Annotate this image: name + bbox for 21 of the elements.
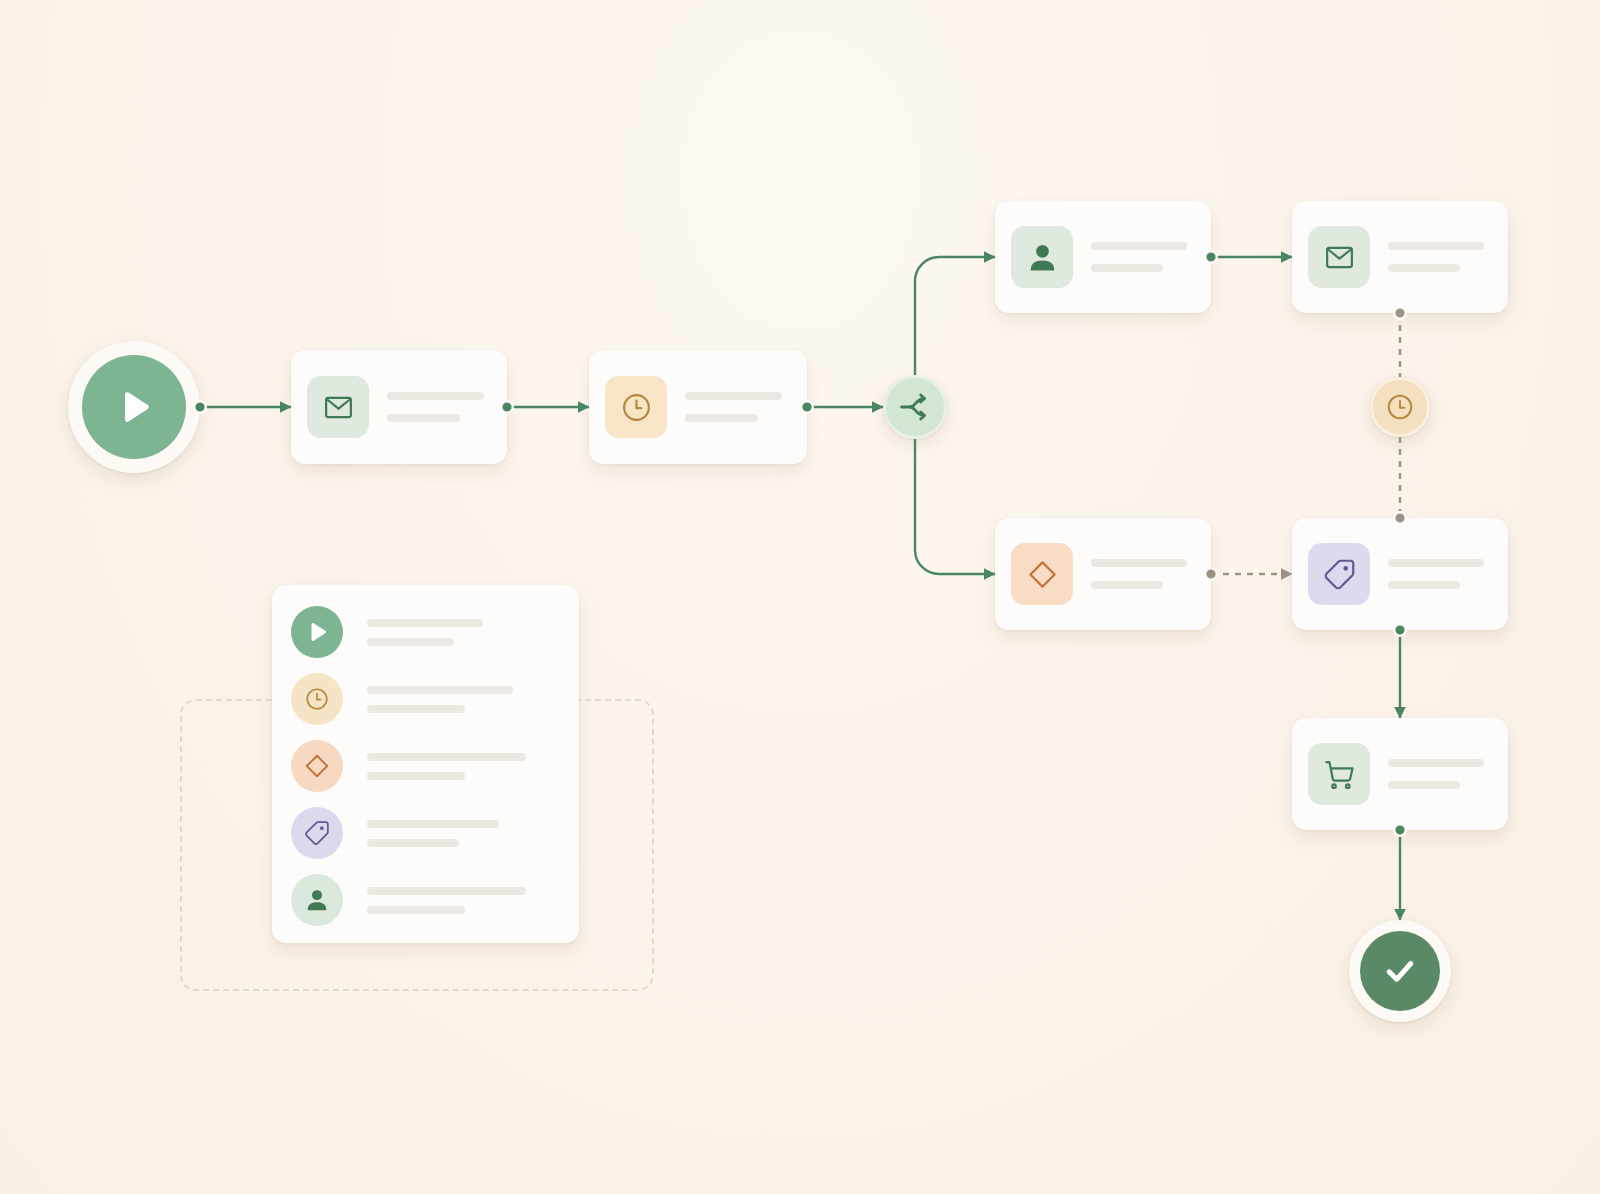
connector-line xyxy=(1393,437,1407,525)
step-card xyxy=(291,350,507,464)
arrow xyxy=(1393,823,1407,921)
arrow xyxy=(913,251,996,375)
step-card xyxy=(589,350,807,464)
step-card xyxy=(1292,718,1508,830)
step-card xyxy=(1292,201,1508,313)
list-panel xyxy=(272,585,579,943)
arrow xyxy=(913,439,996,580)
connector-line xyxy=(1393,306,1407,377)
arrow xyxy=(800,400,884,414)
step-card xyxy=(995,518,1211,630)
arrow xyxy=(193,400,292,414)
step-card xyxy=(1292,518,1508,630)
split-node xyxy=(883,375,947,439)
wait-node xyxy=(1370,377,1430,437)
arrow xyxy=(1393,623,1407,719)
arrow xyxy=(1204,567,1293,581)
arrow xyxy=(500,400,590,414)
arrow xyxy=(1204,250,1293,264)
step-card xyxy=(995,201,1211,313)
